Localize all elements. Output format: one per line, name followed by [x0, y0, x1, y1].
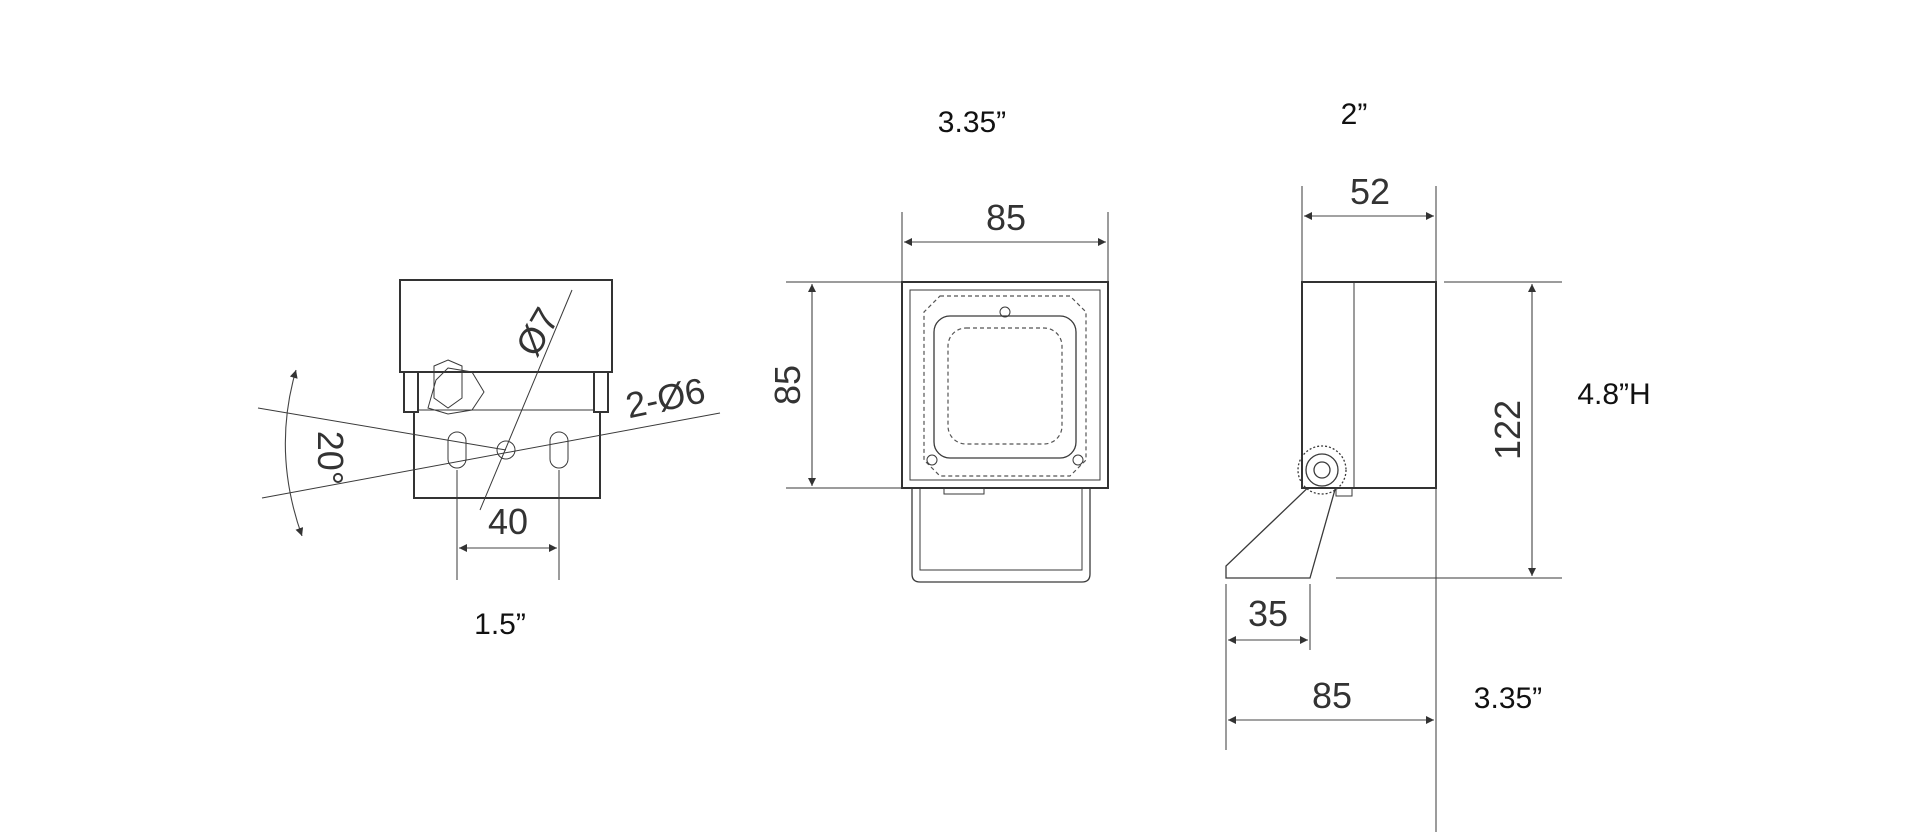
base-width-mm-label: 85 [1312, 675, 1352, 716]
slot-left [447, 431, 467, 469]
front-bracket [911, 488, 1091, 583]
side-height-mm-label: 122 [1487, 400, 1528, 460]
side-depth-inch-label: 2” [1341, 98, 1368, 131]
angle-arc [284, 369, 304, 537]
pivot-knob [1297, 445, 1347, 495]
side-depth-mm-label: 52 [1350, 171, 1390, 212]
screw-top [999, 306, 1011, 318]
right-side-view: 52 2” 122 4.8”H 35 85 3.35” [1225, 98, 1651, 832]
side-housing [1301, 281, 1437, 489]
slot-right [549, 431, 569, 469]
left-mounting-view: Ø7 2-Ø6 20° 40 1.5” [257, 279, 721, 641]
housing-top [399, 279, 613, 373]
hex-nut [433, 359, 463, 409]
side-height-inch-label: 4.8”H [1577, 378, 1650, 411]
front-width-mm-label: 85 [986, 197, 1026, 238]
center-hole [496, 440, 516, 460]
slot-spacing-mm-label: 40 [488, 501, 528, 542]
front-bezel [923, 295, 1087, 477]
screw-bottom-right [1072, 454, 1084, 466]
right-clip [593, 371, 609, 413]
lens-frame [933, 315, 1077, 459]
bracket-offset-mm-label: 35 [1248, 593, 1288, 634]
screw-bottom-left [926, 454, 938, 466]
lens [947, 327, 1063, 445]
slot-spacing-inch-label: 1.5” [474, 608, 526, 641]
front-housing [901, 281, 1109, 489]
tilt-angle-label: 20° [310, 431, 351, 485]
front-height-mm-label: 85 [767, 365, 808, 405]
left-clip [403, 371, 419, 413]
bracket-foot [1225, 477, 1337, 579]
base-width-inch-label: 3.35” [1474, 682, 1542, 715]
front-view: 85 85 3.35” [767, 106, 1109, 583]
front-width-inch-label: 3.35” [938, 106, 1006, 139]
mounting-plate [413, 371, 601, 499]
